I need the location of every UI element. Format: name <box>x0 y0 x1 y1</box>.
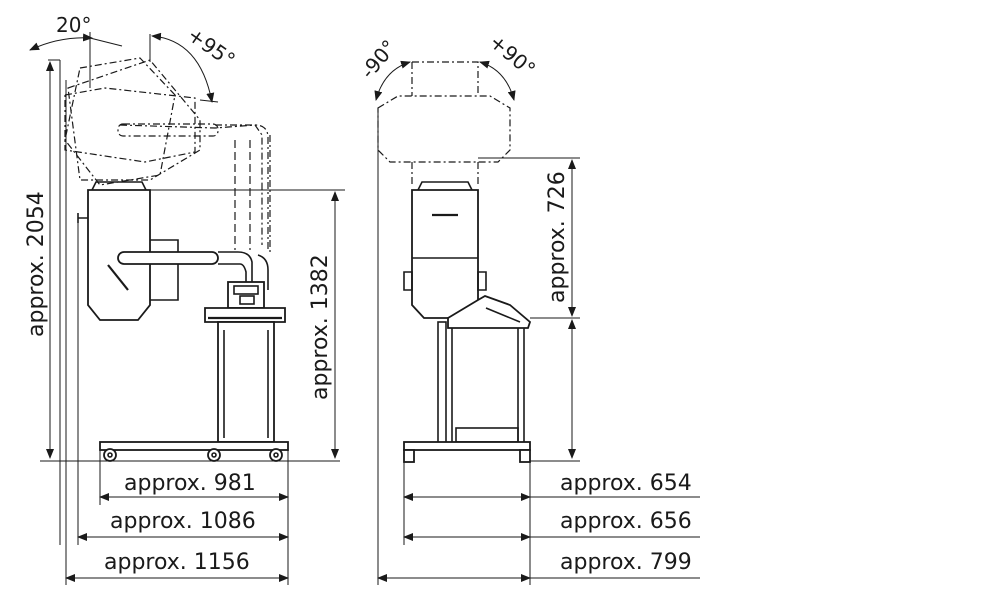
side-view-device-head <box>77 181 269 321</box>
front-view-rotated-head-ghost <box>377 61 511 185</box>
label-tilt-forward: +95° <box>183 22 240 72</box>
side-view: approx. 2054 approx. 1382 approx. 981 ap… <box>24 13 345 585</box>
label-tilt-back: 20° <box>56 13 91 37</box>
label-width-mid: approx. 1086 <box>110 509 256 534</box>
label-height-head: approx. 726 <box>545 171 570 303</box>
label-width-c: approx. 799 <box>560 550 692 575</box>
angle-indicator-tilt-forward <box>149 32 219 103</box>
label-width-total: approx. 1156 <box>104 550 250 575</box>
angle-indicator-tilt-back <box>29 32 123 88</box>
front-view-base <box>403 441 531 463</box>
angle-indicator-rotation-left <box>374 60 411 101</box>
label-width-b: approx. 656 <box>560 509 692 534</box>
front-view: approx. 726 approx. 654 approx. 656 appr… <box>355 29 700 585</box>
label-height-total: approx. 2054 <box>24 191 49 337</box>
side-view-stand <box>204 281 286 443</box>
label-width-base: approx. 981 <box>124 471 256 496</box>
label-width-a: approx. 654 <box>560 471 692 496</box>
angle-indicator-rotation-right <box>479 60 516 101</box>
side-view-base <box>99 441 289 462</box>
front-view-device-head <box>403 181 487 319</box>
side-view-extension-lines <box>48 59 345 585</box>
label-rotation-right: +90° <box>485 29 540 81</box>
label-height-device: approx. 1382 <box>308 254 333 400</box>
front-view-stand <box>437 295 532 445</box>
label-rotation-left: -90° <box>355 35 401 83</box>
